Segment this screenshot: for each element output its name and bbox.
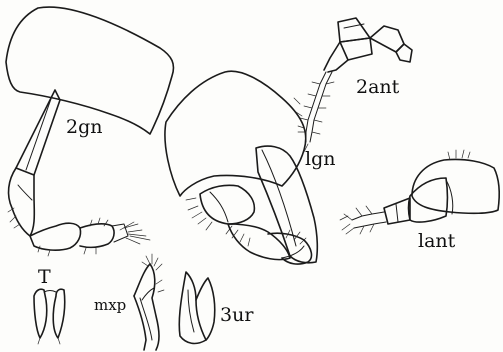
label-maxilliped: mxp (94, 298, 126, 313)
label-gnathopod-2: 2gn (66, 118, 103, 137)
antenna-1-drawing (340, 150, 499, 234)
label-uropod-3: 3ur (220, 306, 253, 325)
label-gnathopod-1: lgn (305, 150, 335, 169)
label-antenna-1: lant (418, 232, 455, 251)
gnathopod-1-drawing (165, 71, 317, 264)
telson-drawing (34, 289, 65, 344)
maxilliped-drawing (134, 254, 164, 350)
label-antenna-2: 2ant (356, 78, 399, 97)
label-telson: T (38, 268, 51, 287)
uropod-3-drawing (179, 272, 215, 343)
